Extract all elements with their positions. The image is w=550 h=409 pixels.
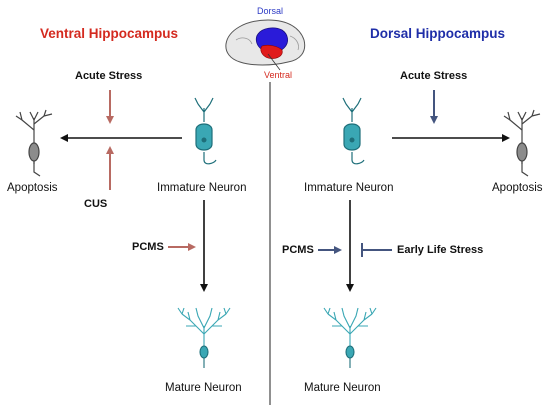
- dorsal-early-life-stress-label: Early Life Stress: [397, 244, 484, 256]
- brain-ventral-label: Ventral: [264, 70, 293, 80]
- ventral-cus-label: CUS: [84, 198, 108, 210]
- dorsal-mature-neuron: [323, 307, 377, 368]
- ventral-mature-label: Mature Neuron: [165, 382, 242, 394]
- dorsal-immature-neuron: [342, 97, 365, 165]
- ventral-acute-stress-label: Acute Stress: [75, 70, 143, 82]
- dorsal-acute-stress-label: Acute Stress: [400, 70, 468, 82]
- brain-illustration: [225, 19, 306, 71]
- dorsal-apoptotic-neuron: [503, 109, 541, 177]
- dorsal-apoptosis-label: Apoptosis: [492, 182, 543, 194]
- brain-dorsal-label: Dorsal: [257, 6, 284, 16]
- dorsal-pcms-label: PCMS: [282, 244, 314, 256]
- ventral-pcms-label: PCMS: [132, 241, 164, 253]
- ventral-title: Ventral Hippocampus: [40, 26, 179, 41]
- ventral-immature-neuron: [194, 97, 217, 165]
- ventral-immature-label: Immature Neuron: [157, 182, 247, 194]
- dorsal-immature-label: Immature Neuron: [304, 182, 394, 194]
- dorsal-title: Dorsal Hippocampus: [370, 26, 506, 41]
- ventral-mature-neuron: [177, 307, 231, 368]
- ventral-apoptosis-label: Apoptosis: [7, 182, 58, 194]
- ventral-apoptotic-neuron: [15, 109, 53, 177]
- dorsal-mature-label: Mature Neuron: [304, 382, 381, 394]
- dorsal-early-life-stress-inhibitor: [361, 243, 392, 257]
